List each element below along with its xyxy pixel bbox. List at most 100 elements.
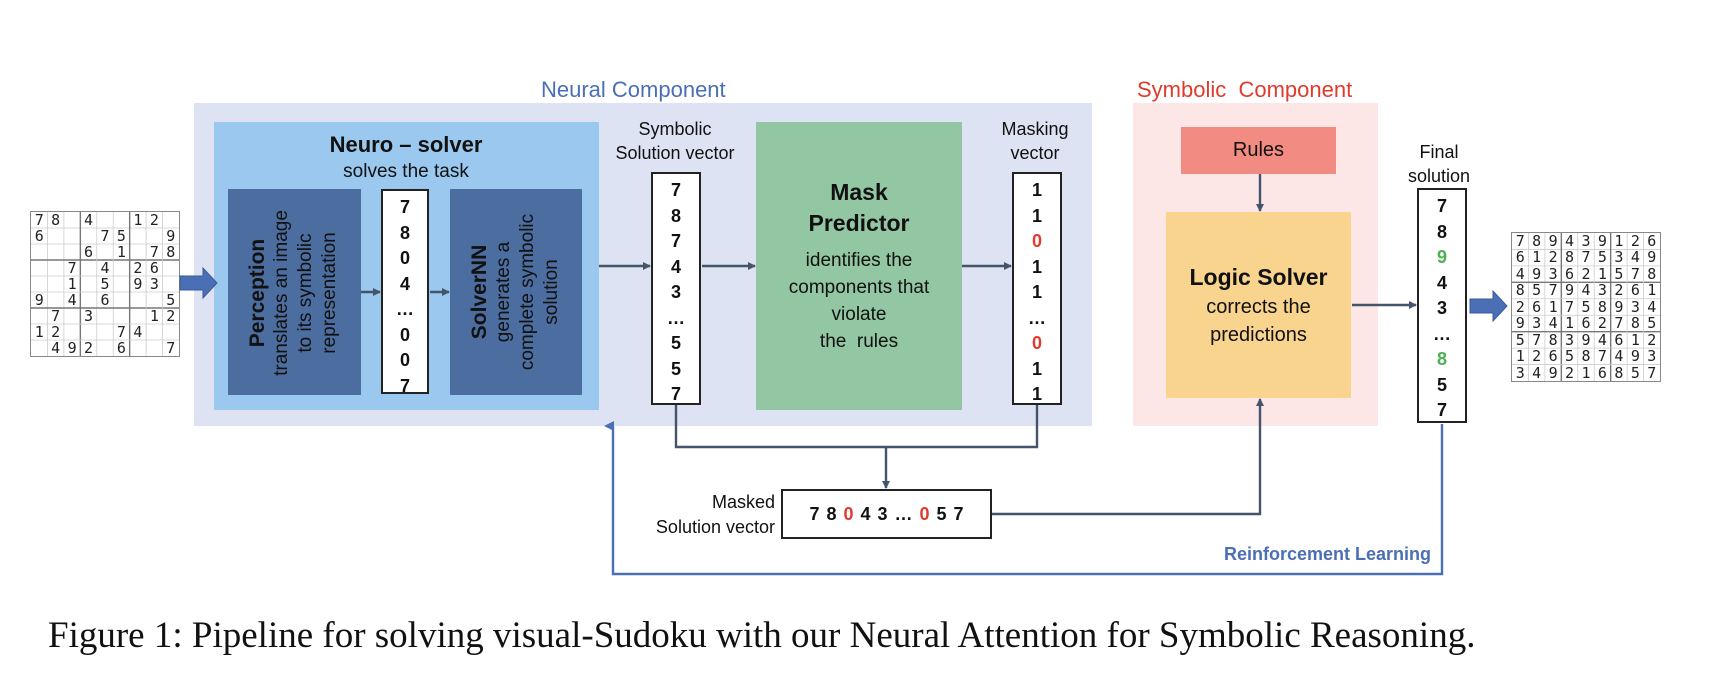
sudoku-cell: 9 [133, 275, 143, 293]
sudoku-cell: 9 [1597, 232, 1607, 250]
sudoku-cell: 2 [84, 339, 94, 357]
sudoku-cell: 1 [1548, 297, 1558, 316]
sudoku-cell: 3 [1565, 330, 1575, 349]
vector-entry: 1 [1031, 256, 1042, 277]
final-solution-label-line-2: solution [1407, 166, 1471, 186]
masking-vector-label: Masking vector [990, 116, 1080, 166]
sudoku-cell: 3 [1581, 232, 1591, 250]
sudoku-cell: 7 [166, 339, 176, 357]
sudoku-cell: 3 [1647, 347, 1657, 366]
sudoku-cell: 3 [1532, 314, 1542, 333]
logic-solver-title: Logic Solver [1189, 264, 1328, 290]
vector-entry: 4 [399, 273, 410, 294]
mask-predictor-title-2: Predictor [808, 210, 910, 236]
logic-solver-line-1: corrects the [1206, 296, 1311, 318]
mask-predictor-line-4: the rules [819, 331, 899, 352]
sudoku-cell: 8 [1565, 248, 1575, 267]
sudoku-cell: 5 [1565, 347, 1575, 366]
vector-entry: 9 [1436, 247, 1447, 267]
sudoku-cell: 1 [1565, 314, 1575, 333]
sudoku-cell: 3 [1614, 248, 1624, 267]
sudoku-cell: 7 [1581, 248, 1591, 267]
vector-entry: 7 [953, 503, 964, 524]
sudoku-cell: 7 [1630, 264, 1640, 283]
sudoku-cell: 3 [1597, 281, 1607, 300]
connector-vectors-to-masked [674, 405, 1039, 449]
sudoku-cell: 1 [1647, 281, 1657, 300]
vector-entry: 0 [399, 324, 410, 345]
sudoku-cell: 5 [1630, 363, 1640, 382]
sudoku-cell: 6 [1597, 363, 1607, 382]
sudoku-cell: 9 [1581, 330, 1591, 349]
vector-entry: 1 [1031, 180, 1042, 200]
sudoku-cell: 8 [1630, 314, 1640, 333]
symbolic-component-label: Symbolic Component [1137, 77, 1353, 102]
sudoku-cell: 4 [67, 291, 77, 309]
neuro-solver-title: Neuro – solver [329, 131, 483, 157]
neuro-solver-subtitle: solves the task [343, 160, 469, 182]
sudoku-cell: 5 [1647, 314, 1657, 333]
logic-solver-box: Logic Solver corrects the predictions [1166, 212, 1351, 398]
symbolic-solution-label-line-2: Solution vector [615, 143, 735, 163]
rules-box: Rules [1181, 127, 1336, 174]
vector-entry: 3 [1436, 298, 1447, 318]
vector-entry: … [1433, 323, 1451, 344]
sudoku-cell: 9 [1614, 297, 1624, 316]
sudoku-cell: 7 [67, 259, 77, 277]
vector-entry: 4 [1436, 272, 1447, 293]
sudoku-cell: 7 [1548, 281, 1558, 300]
vector-entry: … [667, 307, 685, 328]
sudoku-cell: 9 [1532, 264, 1542, 283]
sudoku-cell: 7 [116, 323, 126, 341]
mask-predictor-title-1: Mask [830, 179, 888, 205]
sudoku-cell: 7 [34, 211, 44, 229]
vector-entry: 5 [670, 358, 681, 379]
vector-entry: 3 [670, 282, 681, 302]
sudoku-cell: 8 [1597, 297, 1607, 316]
sudoku-cell: 9 [1548, 363, 1558, 382]
sudoku-cell: 6 [149, 259, 159, 277]
grid-lines [31, 212, 179, 356]
vector-entry: … [396, 299, 414, 319]
sudoku-cell: 2 [1515, 297, 1525, 316]
neural-component-label: Neural Component [541, 77, 726, 102]
sudoku-cell: 4 [51, 339, 61, 357]
sudoku-cell: 8 [1614, 363, 1624, 382]
vector-entry: 1 [1031, 384, 1042, 404]
sudoku-cell: 1 [133, 211, 143, 229]
sudoku-cell: 4 [1565, 232, 1575, 250]
sudoku-cell: 2 [1597, 314, 1607, 333]
sudoku-cell: 1 [67, 275, 77, 293]
sudoku-cell: 2 [133, 259, 143, 277]
vector-entry: 0 [399, 248, 410, 268]
masked-solution-label: Masked Solution vector [620, 490, 775, 540]
vector-entry: 0 [1031, 333, 1042, 353]
symbolic-solution-label-line-1: Symbolic [638, 119, 712, 139]
sudoku-cell: 4 [1515, 264, 1525, 283]
mask-predictor-line-3: violate [831, 304, 887, 325]
sudoku-cell: 2 [1581, 264, 1591, 283]
sudoku-cell: 1 [34, 323, 44, 341]
sudoku-cell: 4 [1614, 347, 1624, 366]
output-block-arrow-icon [1469, 289, 1508, 323]
sudoku-cell: 2 [149, 211, 159, 229]
vector-entry: 7 [670, 231, 681, 251]
perception-box [228, 189, 361, 395]
final-solution-label: Final solution [1394, 139, 1484, 189]
sudoku-cell: 8 [1581, 347, 1591, 366]
sudoku-cell: 4 [1630, 248, 1640, 267]
sudoku-cell: 7 [1565, 297, 1575, 316]
final-solution-label-line-1: Final [1419, 142, 1459, 162]
vector-entry: 4 [860, 503, 871, 524]
vector-entry: 4 [670, 256, 681, 277]
sudoku-cell: 1 [149, 307, 159, 325]
vector-entry: 7 [809, 503, 820, 524]
sudoku-cell: 7 [1647, 363, 1657, 382]
sudoku-cell: 5 [1515, 330, 1525, 349]
sudoku-cell: 7 [100, 227, 110, 245]
masked-solution-label-line-1: Masked [711, 492, 775, 512]
